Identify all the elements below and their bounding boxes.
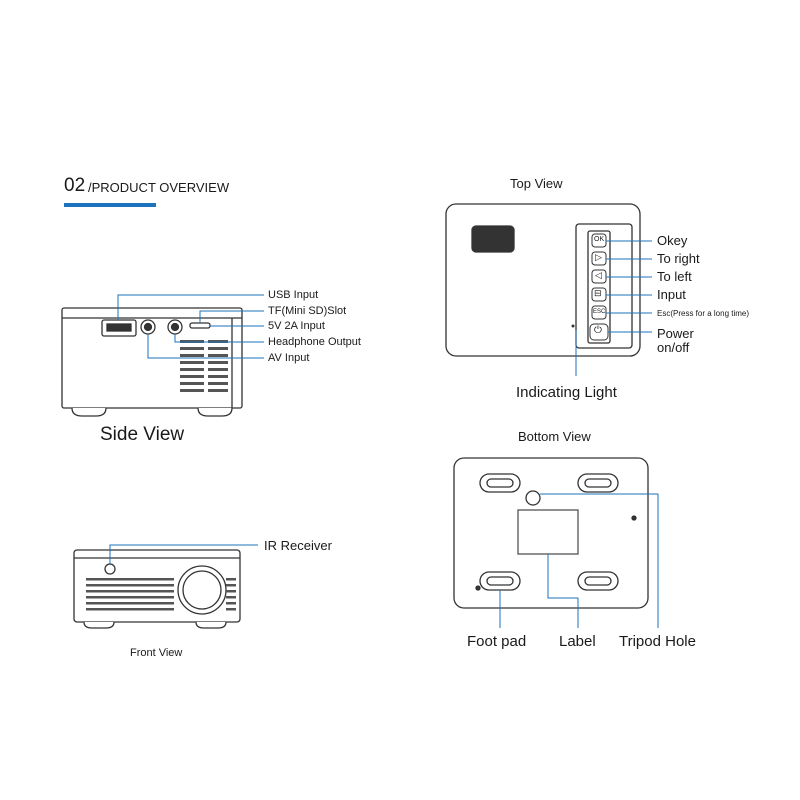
bottom-view-caption: Bottom View: [518, 429, 591, 444]
front-view-device: [73, 549, 241, 629]
side-view-callouts: [117, 294, 264, 359]
top-view-caption: Top View: [510, 176, 563, 191]
button-right-glyph: ▷: [595, 252, 602, 262]
button-input-glyph: ⊟: [594, 288, 602, 298]
lens: [177, 565, 227, 615]
front-vent-grille: [86, 578, 236, 611]
button-panel: [575, 223, 633, 349]
section-title: /PRODUCT OVERVIEW: [88, 180, 230, 195]
header-accent-bar: [64, 203, 156, 207]
label-to-left: To left: [657, 269, 692, 284]
label-esc: Esc(Press for a long time): [657, 309, 750, 318]
side-view-caption: Side View: [100, 424, 185, 445]
label-power: Power: [657, 326, 694, 341]
button-ok-glyph: OK: [594, 236, 605, 243]
label-tripod-hole: Tripod Hole: [619, 633, 696, 650]
usb-port: [101, 319, 137, 337]
indicator-light: [571, 324, 575, 328]
bottom-view-callouts: [499, 493, 659, 628]
label-tf-slot: TF(Mini SD)Slot: [268, 305, 347, 317]
front-view-caption: Front View: [130, 647, 183, 659]
label-indicating-light: Indicating Light: [516, 384, 617, 401]
label-label: Label: [559, 633, 596, 650]
top-view-callouts: [575, 240, 652, 376]
ir-callout-line: [109, 544, 258, 564]
label-okey: Okey: [657, 233, 688, 248]
label-ir-receiver: IR Receiver: [264, 538, 332, 553]
bottom-view-device: [453, 457, 649, 609]
power-icon: ⏻: [594, 325, 602, 336]
button-esc-glyph: ESC: [593, 309, 606, 315]
label-power-on-off: on/off: [657, 340, 690, 355]
label-av-input: AV Input: [268, 352, 310, 364]
bottom-foot-pads: [479, 473, 619, 591]
label-foot-pad: Foot pad: [467, 633, 527, 650]
label-headphone-output: Headphone Output: [268, 336, 361, 348]
section-number: 02: [64, 175, 86, 196]
tripod-hole: [525, 490, 541, 506]
top-view-device: [445, 203, 641, 357]
label-usb-input: USB Input: [268, 289, 319, 301]
label-5v-input: 5V 2A Input: [268, 320, 325, 332]
label-to-right: To right: [657, 251, 700, 266]
top-vent: [471, 225, 515, 253]
label-input: Input: [657, 287, 686, 302]
top-view-buttons: [589, 233, 609, 341]
button-left-glyph: ◁: [595, 270, 602, 280]
